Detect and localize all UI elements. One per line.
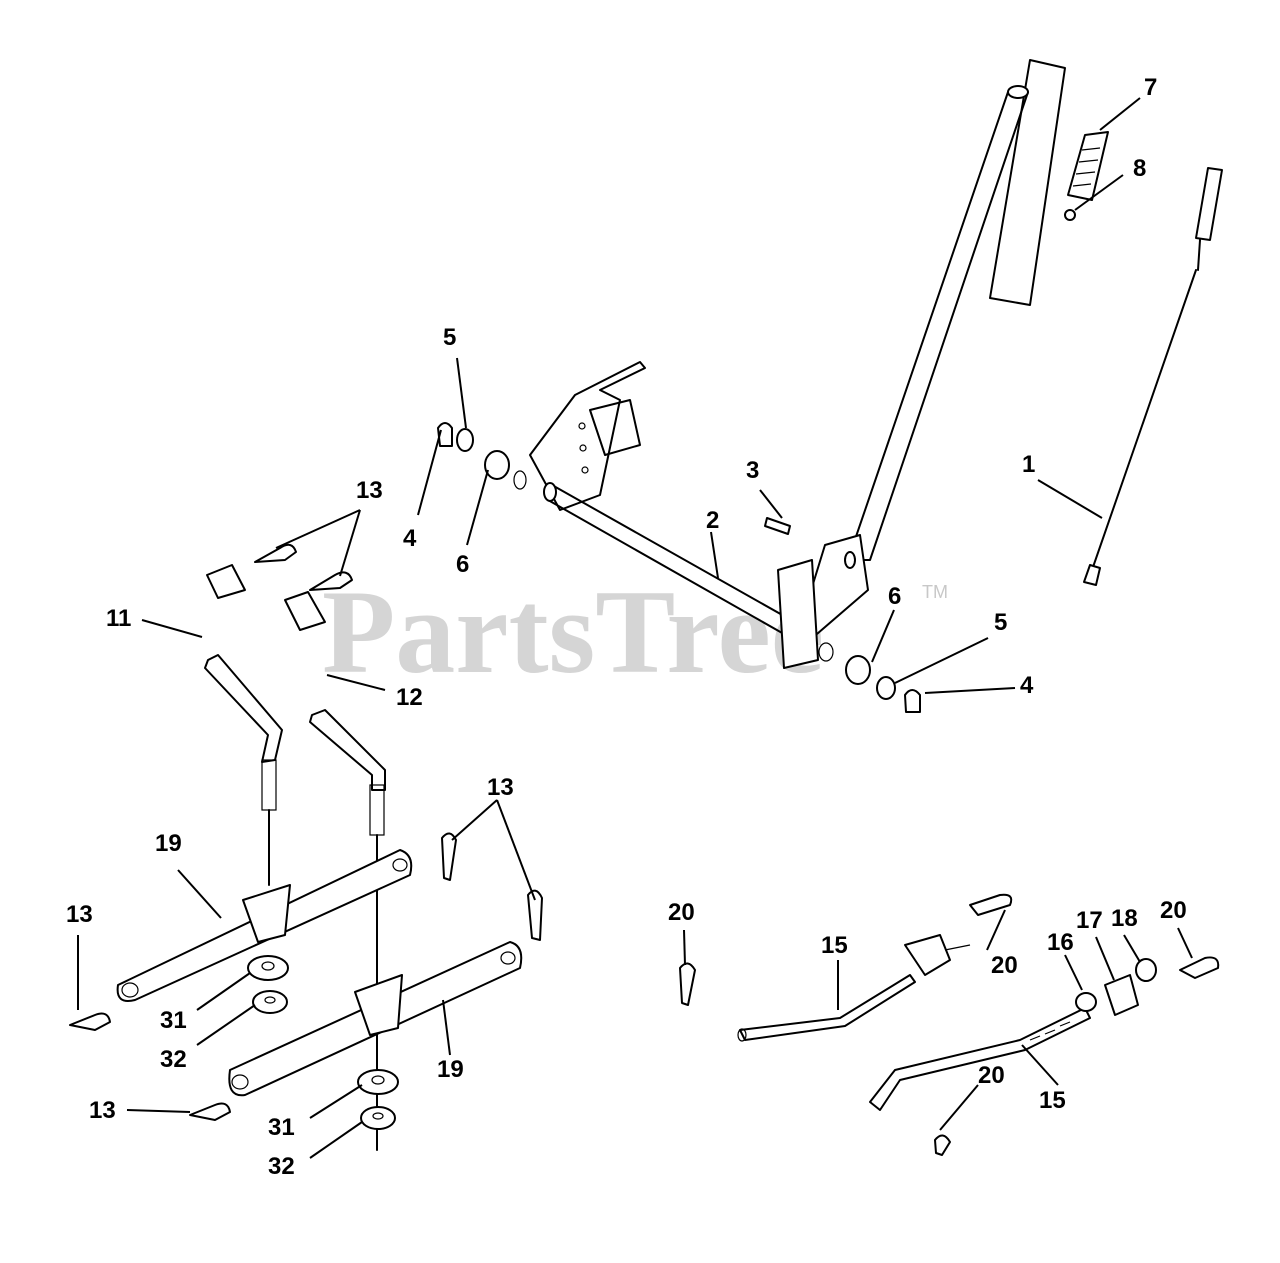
handle-button bbox=[1064, 209, 1076, 221]
right-hardware bbox=[818, 642, 921, 713]
lift-arm-lower bbox=[228, 941, 523, 1097]
rear-lift-rod-lower bbox=[869, 956, 1220, 1156]
callout-4-right: 4 bbox=[1020, 672, 1034, 699]
callout-3: 3 bbox=[746, 457, 759, 484]
rear-lift-rod-upper bbox=[679, 893, 1013, 1042]
roll-pin bbox=[764, 517, 791, 535]
callout-13-mid: 13 bbox=[487, 774, 514, 801]
callout-13-top: 13 bbox=[356, 477, 383, 504]
nuts-right bbox=[357, 1069, 399, 1130]
callout-20-mid: 20 bbox=[991, 952, 1018, 979]
left-hardware bbox=[437, 422, 527, 490]
callout-13-bottom: 13 bbox=[89, 1097, 116, 1124]
callout-4-left: 4 bbox=[403, 525, 417, 552]
callout-31-left: 31 bbox=[160, 1007, 187, 1034]
callout-32-right: 32 bbox=[268, 1153, 295, 1180]
lift-handle bbox=[804, 59, 1066, 641]
lift-link-left bbox=[204, 564, 283, 886]
lower-clips bbox=[69, 832, 543, 1121]
callout-20-right: 20 bbox=[1160, 897, 1187, 924]
callout-12: 12 bbox=[396, 684, 423, 711]
nuts-left bbox=[247, 955, 289, 1014]
handle-grip bbox=[1067, 131, 1109, 201]
callout-1: 1 bbox=[1022, 451, 1035, 478]
callout-15-upper: 15 bbox=[821, 932, 848, 959]
callout-15-lower: 15 bbox=[1039, 1087, 1066, 1114]
callout-8: 8 bbox=[1133, 155, 1146, 182]
callout-19-upper: 19 bbox=[155, 830, 182, 857]
callout-2: 2 bbox=[706, 507, 719, 534]
callout-20-left: 20 bbox=[668, 899, 695, 926]
callout-16: 16 bbox=[1047, 929, 1074, 956]
lift-rod bbox=[1083, 167, 1223, 586]
callout-6-right: 6 bbox=[888, 583, 901, 610]
callout-19-lower: 19 bbox=[437, 1056, 464, 1083]
callout-5-left: 5 bbox=[443, 324, 456, 351]
callout-17: 17 bbox=[1076, 907, 1103, 934]
callout-20-lower: 20 bbox=[978, 1062, 1005, 1089]
callout-7: 7 bbox=[1144, 74, 1157, 101]
callout-5-right: 5 bbox=[994, 609, 1007, 636]
watermark-trademark: TM bbox=[922, 582, 948, 602]
lift-shaft bbox=[543, 482, 819, 669]
callout-18: 18 bbox=[1111, 905, 1138, 932]
upper-clips bbox=[254, 543, 353, 591]
leader-lines bbox=[77, 97, 1193, 1159]
callout-32-left: 32 bbox=[160, 1046, 187, 1073]
lift-arm-upper bbox=[116, 849, 413, 1002]
callout-31-right: 31 bbox=[268, 1114, 295, 1141]
callout-11: 11 bbox=[106, 605, 131, 632]
callout-labels: 1 2 3 4 4 5 5 6 6 7 8 11 12 13 13 13 13 … bbox=[66, 74, 1187, 1180]
mounting-bracket bbox=[529, 361, 646, 511]
callout-6-left: 6 bbox=[456, 551, 469, 578]
callout-13-left: 13 bbox=[66, 901, 93, 928]
watermark-text: PartsTree bbox=[322, 565, 824, 698]
